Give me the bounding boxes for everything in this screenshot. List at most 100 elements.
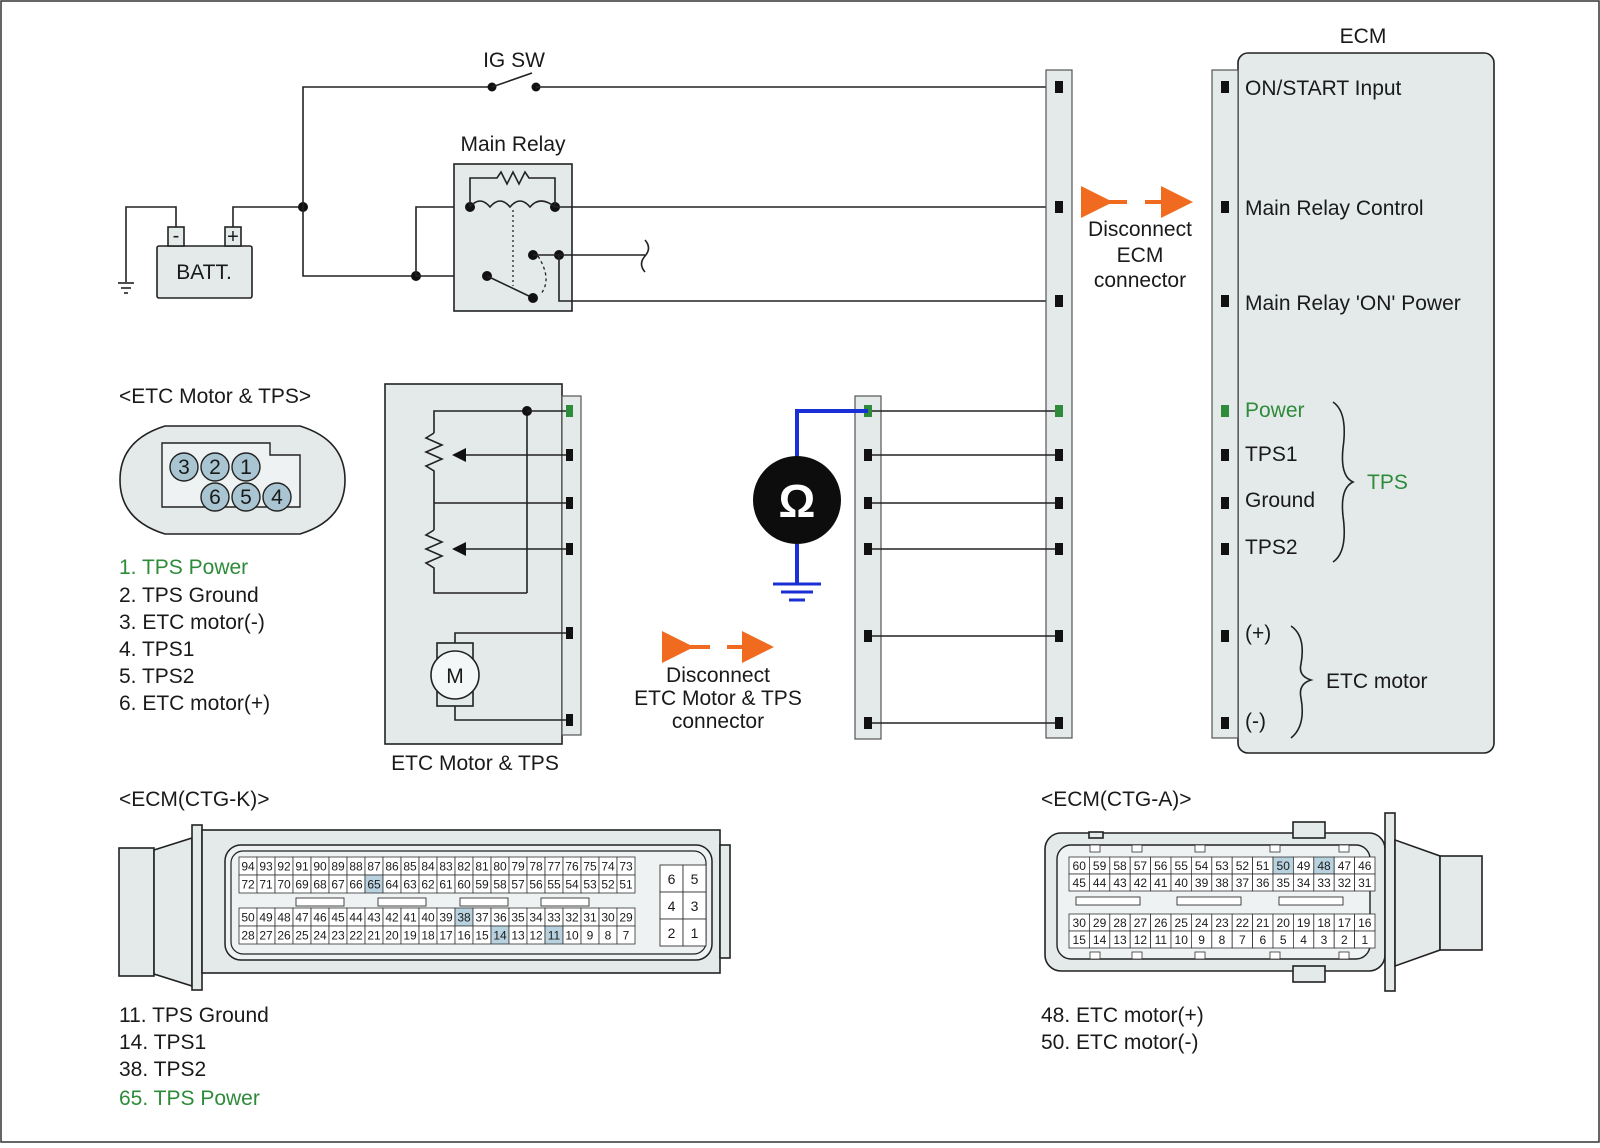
ctg-a-pin-number: 25 — [1175, 916, 1189, 930]
wiper-arrow — [452, 448, 466, 462]
harness-pin — [1055, 449, 1063, 461]
ecm-pin-main-relay-control: Main Relay Control — [1245, 197, 1424, 220]
ctg-k-pin-number: 18 — [421, 929, 435, 943]
ctg-k-pin-cell — [616, 925, 636, 945]
ctg-k-pin-number: 81 — [475, 860, 489, 874]
ctg-k-cable-end — [118, 847, 155, 977]
ctg-k-side-pin-number: 6 — [668, 871, 676, 887]
ctg-k-pin-number: 89 — [331, 860, 345, 874]
etc-legend-3: 3. ETC motor(-) — [119, 611, 265, 634]
ctg-k-pin-number: 55 — [547, 878, 561, 892]
ctg-k-pin-number: 12 — [529, 929, 543, 943]
ctg-k-side-pin-number: 3 — [691, 898, 699, 914]
ctg-k-pin-number: 42 — [385, 911, 399, 925]
ctg-k-pin-number: 15 — [475, 929, 489, 943]
ecm-pin — [1221, 295, 1229, 307]
etc-pin — [566, 627, 573, 639]
ctg-k-pin-number: 40 — [421, 911, 435, 925]
etc-connector-pin — [200, 482, 230, 512]
etc-connector-pin-number: 4 — [271, 486, 283, 509]
ctg-k-pin-number: 26 — [277, 929, 291, 943]
ctg-k-flange — [191, 824, 203, 991]
ctg-k-pin-number: 66 — [349, 878, 363, 892]
ctg-k-side-pin-number: 4 — [668, 898, 676, 914]
ctg-k-pin-number: 86 — [385, 860, 399, 874]
ctg-k-pin-number: 44 — [349, 911, 363, 925]
ctg-k-pin-number: 79 — [511, 860, 525, 874]
ctg-k-pin-number: 88 — [349, 860, 363, 874]
harness-pin — [864, 449, 872, 461]
ctg-a-pin-number: 29 — [1093, 916, 1107, 930]
ctg-a-pin-number: 38 — [1215, 876, 1229, 890]
etc-connector-heading: <ETC Motor & TPS> — [119, 385, 311, 408]
ctg-k-key-slot — [377, 897, 427, 907]
ctg-a-legend-2: 50. ETC motor(-) — [1041, 1031, 1199, 1054]
ctg-a-flange — [1384, 812, 1396, 992]
ctg-a-pin-number: 60 — [1073, 859, 1087, 873]
etc-legend-5: 5. TPS2 — [119, 665, 195, 688]
harness-pin — [1055, 717, 1063, 729]
ctg-a-pin-number: 12 — [1134, 933, 1148, 947]
harness-pin — [864, 497, 872, 509]
ctg-k-pin-number: 65 — [367, 878, 381, 892]
ctg-k-pin-number: 25 — [295, 929, 309, 943]
etc-pin — [566, 714, 573, 726]
ctg-a-pin-number: 26 — [1154, 916, 1168, 930]
motor-wire-plus — [454, 632, 570, 643]
ctg-k-legend-2: 14. TPS1 — [119, 1031, 206, 1054]
tps-brace — [1332, 401, 1355, 563]
ctg-a-pin-number: 9 — [1198, 933, 1205, 947]
etc-tps-component: ETC Motor & TPS M — [384, 383, 582, 775]
ctg-k-pin-number: 21 — [367, 929, 381, 943]
harness-pin — [1055, 543, 1063, 555]
ctg-k-pin-number: 62 — [421, 878, 435, 892]
ctg-k-pin-number: 45 — [331, 911, 345, 925]
ecm-pin-etc-plus: (+) — [1245, 622, 1271, 645]
etc-connector-pin — [200, 452, 230, 482]
harness-pin-power — [1055, 405, 1063, 417]
ctg-a-pin-number: 56 — [1154, 859, 1168, 873]
ecm-pin — [1221, 81, 1229, 93]
ctg-a-tab — [1131, 951, 1143, 960]
power-section: - + BATT. IG SW Main Relay — [118, 49, 1059, 312]
ctg-k-key-slot — [295, 897, 345, 907]
ctg-k-pin-number: 29 — [619, 911, 633, 925]
relay-dashed-arc — [537, 255, 547, 296]
ecm-pin — [1221, 717, 1229, 729]
ctg-a-pin-cell — [1354, 930, 1376, 949]
ctg-a-pin-number: 50 — [1277, 859, 1291, 873]
ctg-k-legend-3: 38. TPS2 — [119, 1058, 206, 1081]
etc-pin — [566, 543, 573, 555]
ctg-k-pin-number: 13 — [511, 929, 525, 943]
ctg-k-pin-number: 94 — [241, 860, 255, 874]
ctg-k-pin-number: 33 — [547, 911, 561, 925]
relay-terminal — [528, 293, 538, 303]
ctg-k-pin-number: 39 — [439, 911, 453, 925]
ctg-a-pin-number: 1 — [1361, 933, 1368, 947]
ctg-k-pin-number: 32 — [565, 911, 579, 925]
ctg-a-pin-number: 15 — [1073, 933, 1087, 947]
disconnect-etc-line3: connector — [672, 710, 764, 733]
harness-pin — [1055, 201, 1063, 213]
ctg-a-pin-number: 17 — [1338, 916, 1352, 930]
ctg-k-pin-number: 54 — [565, 878, 579, 892]
ctg-k-pin-number: 59 — [475, 878, 489, 892]
ctg-k-pin-number: 80 — [493, 860, 507, 874]
harness-section: Ω Disconnect ETC Motor & TPS connector — [634, 81, 1229, 740]
ctg-a-key-slot — [1278, 896, 1344, 906]
harness-pin — [1055, 497, 1063, 509]
ctg-k-pin-number: 50 — [241, 911, 255, 925]
ctg-k-pin-number: 76 — [565, 860, 579, 874]
ctg-k-legend-4: 65. TPS Power — [119, 1087, 260, 1110]
ctg-a-pin-number: 40 — [1175, 876, 1189, 890]
ctg-a-pin-number: 6 — [1259, 933, 1266, 947]
ctg-a-key-slot — [1176, 896, 1242, 906]
ctg-k-pin-number: 74 — [601, 860, 615, 874]
ctg-k-pin-number: 17 — [439, 929, 453, 943]
ig-sw-wire — [302, 86, 492, 207]
etc-pin-power — [566, 405, 573, 417]
